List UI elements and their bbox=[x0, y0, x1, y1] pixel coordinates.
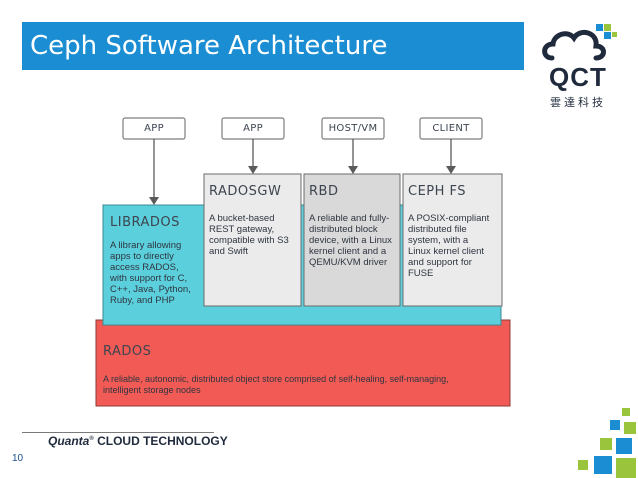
logo-chinese-name: 雲達科技 bbox=[550, 96, 606, 109]
corner-squares-decoration-icon bbox=[578, 408, 636, 478]
cephfs-box bbox=[402, 173, 503, 307]
cephfs-description: A POSIX-compliant distributed file syste… bbox=[408, 213, 490, 279]
rbd-box bbox=[303, 173, 401, 307]
arrow-host-to-rbd bbox=[348, 139, 358, 174]
top-box-label-client: CLIENT bbox=[432, 123, 470, 134]
arrow-client-to-cephfs bbox=[446, 139, 456, 174]
footer-divider bbox=[22, 432, 214, 433]
rados-title: RADOS bbox=[103, 344, 152, 359]
slide-title: Ceph Software Architecture bbox=[22, 22, 524, 70]
arrow-app-to-radosgw bbox=[248, 139, 258, 174]
page-number: 10 bbox=[12, 453, 24, 464]
rbd-description: A reliable and fully- distributed block … bbox=[309, 213, 392, 268]
top-box-label-app-1: APP bbox=[144, 123, 164, 134]
logo-wordmark: QCT bbox=[549, 62, 607, 92]
qct-cloud-logo-icon bbox=[542, 24, 617, 61]
top-box-label-host-vm: HOST/VM bbox=[328, 123, 378, 134]
rados-description: A reliable, autonomic, distributed objec… bbox=[103, 374, 449, 395]
arrow-app-to-librados bbox=[149, 139, 159, 205]
footer-brand: Quanta® CLOUD TECHNOLOGY bbox=[48, 434, 228, 448]
radosgw-title: RADOSGW bbox=[209, 184, 282, 199]
top-box-label-app-2: APP bbox=[243, 123, 263, 134]
radosgw-description: A bucket-based REST gateway, compatible … bbox=[209, 213, 289, 257]
librados-title: LIBRADOS bbox=[110, 215, 180, 230]
rados-layer bbox=[95, 319, 511, 407]
rbd-title: RBD bbox=[309, 184, 339, 199]
cephfs-title: CEPH FS bbox=[408, 184, 467, 199]
librados-description: A library allowing apps to directly acce… bbox=[110, 240, 191, 306]
radosgw-box bbox=[203, 173, 302, 307]
